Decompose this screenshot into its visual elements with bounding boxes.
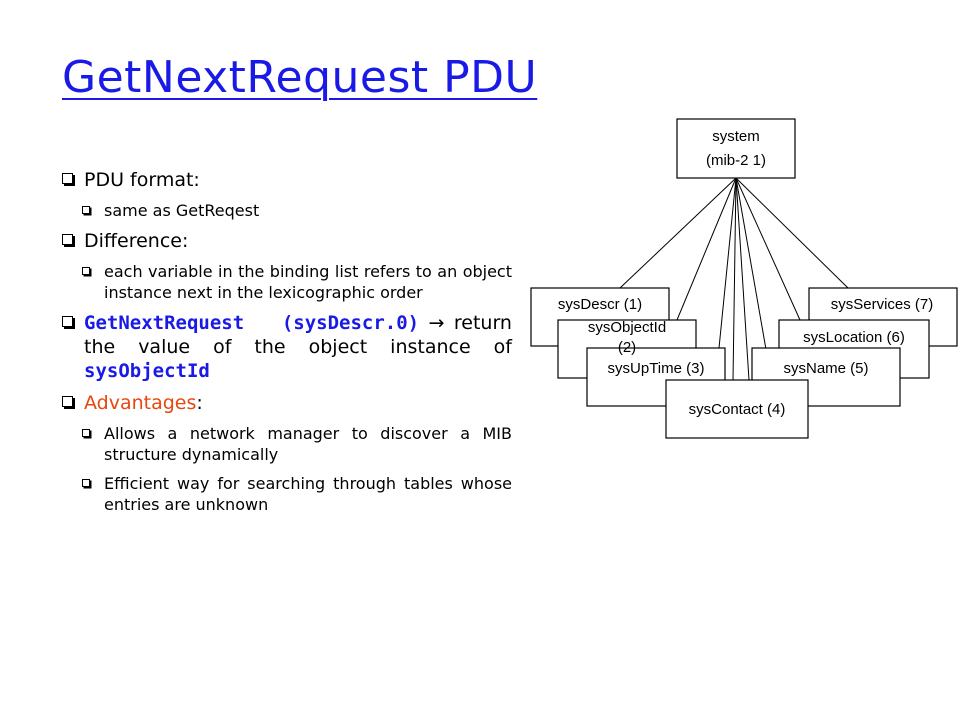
code-getnextrequest: GetNextRequest <box>84 312 245 334</box>
sub-bullet-text: Allows a network manager to discover a M… <box>104 424 512 464</box>
square-bullet-icon <box>82 267 90 275</box>
bullet-label: Advantages <box>84 392 197 414</box>
sub-bullet-advantage-1: Allows a network manager to discover a M… <box>62 423 512 465</box>
edge-sysservices <box>735 177 849 289</box>
edge-sysuptime <box>715 177 737 379</box>
sub-bullet-difference: each variable in the binding list refers… <box>62 261 512 303</box>
code-sysdescr: (sysDescr.0) <box>281 312 420 334</box>
square-bullet-icon <box>82 206 90 214</box>
bullet-example: GetNextRequest (sysDescr.0) → return the… <box>62 311 512 383</box>
edge-syscontact-left <box>732 177 737 381</box>
square-bullet-icon <box>62 396 73 407</box>
node-sysuptime-label: sysUpTime (3) <box>608 360 705 377</box>
arrow-icon: → <box>428 312 445 334</box>
square-bullet-icon <box>82 429 90 437</box>
example-text: return the value of the object instance … <box>84 312 512 358</box>
page-title: GetNextRequest PDU <box>62 52 538 103</box>
edge-syscontact-right <box>735 177 750 381</box>
sub-bullet-text: same as GetReqest <box>104 201 260 220</box>
square-bullet-icon <box>62 234 73 245</box>
node-syscontact <box>665 379 809 439</box>
bullet-label: Difference: <box>84 230 189 252</box>
edge-sysname <box>735 177 772 379</box>
node-syslocation-label: sysLocation (6) <box>803 329 905 346</box>
node-syscontact-label: sysContact (4) <box>689 401 786 418</box>
square-bullet-icon <box>62 316 73 327</box>
node-sysname-label: sysName (5) <box>783 360 868 377</box>
bullet-pdu-format: PDU format: <box>62 168 512 192</box>
edge-sysobjectid <box>676 177 737 321</box>
edge-sysdescr <box>619 177 737 289</box>
square-bullet-icon <box>82 479 90 487</box>
square-bullet-icon <box>62 173 73 184</box>
bullet-list: PDU format: same as GetReqest Difference… <box>62 168 512 523</box>
node-sysservices-label: sysServices (7) <box>831 296 934 313</box>
sub-bullet-advantage-2: Efficient way for searching through tabl… <box>62 473 512 515</box>
node-system-label-2: (mib-2 1) <box>706 152 766 169</box>
node-sysobjectid-label-1: sysObjectId <box>588 319 666 336</box>
bullet-label: PDU format: <box>84 169 200 191</box>
bullet-difference: Difference: <box>62 229 512 253</box>
sub-bullet-same-as: same as GetReqest <box>62 200 512 221</box>
node-sysobjectid-label-2: (2) <box>618 339 636 356</box>
sub-bullet-text: each variable in the binding list refers… <box>104 262 512 302</box>
edge-syslocation <box>735 177 801 321</box>
bullet-advantages: Advantages: <box>62 391 512 415</box>
node-system-label-1: system <box>712 128 760 145</box>
node-sysdescr-label: sysDescr (1) <box>558 296 642 313</box>
sub-bullet-text: Efficient way for searching through tabl… <box>104 474 512 514</box>
bullet-colon: : <box>196 392 203 414</box>
code-sysobjectid: sysObjectId <box>84 360 210 382</box>
node-system <box>676 118 796 179</box>
